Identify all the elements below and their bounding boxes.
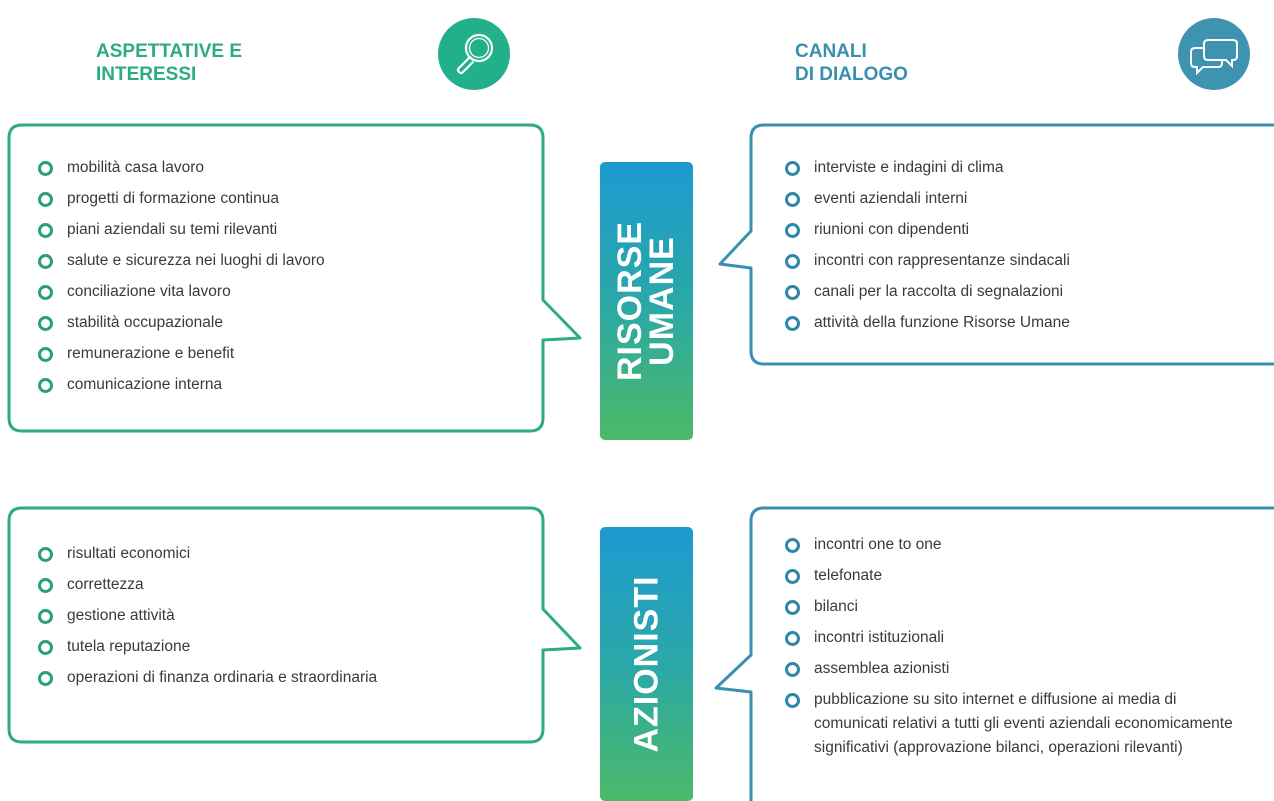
- bullet-icon: [785, 192, 800, 207]
- list-item: conciliazione vita lavoro: [38, 280, 528, 304]
- list-item: risultati economici: [38, 542, 528, 566]
- bullet-icon: [785, 161, 800, 176]
- list-item: tutela reputazione: [38, 635, 528, 659]
- band-label-line: RISORSE: [611, 220, 650, 382]
- canali-header-line-1: CANALI: [795, 41, 867, 62]
- list-item: attività della funzione Risorse Umane: [785, 311, 1265, 335]
- stakeholder-band-risorse-umane: RISORSE UMANE: [600, 162, 693, 440]
- bullet-icon: [785, 631, 800, 646]
- bullet-icon: [785, 254, 800, 269]
- list-item: progetti di formazione continua: [38, 187, 528, 211]
- aspettative-header-line-2: INTERESSI: [96, 64, 197, 85]
- magnifier-icon: [438, 18, 510, 90]
- list-item: eventi aziendali interni: [785, 187, 1265, 211]
- aspettative-list-risorse-umane: mobilità casa lavoro progetti di formazi…: [38, 156, 528, 404]
- bullet-icon: [785, 693, 800, 708]
- bullet-icon: [38, 671, 53, 686]
- bullet-icon: [785, 662, 800, 677]
- list-item: mobilità casa lavoro: [38, 156, 528, 180]
- list-item: remunerazione e benefit: [38, 342, 528, 366]
- bullet-icon: [38, 254, 53, 269]
- bullet-icon: [38, 285, 53, 300]
- bullet-icon: [38, 378, 53, 393]
- bullet-icon: [38, 609, 53, 624]
- list-item: incontri istituzionali: [785, 626, 1253, 650]
- bullet-icon: [785, 600, 800, 615]
- list-item: comunicazione interna: [38, 373, 528, 397]
- bullet-icon: [38, 223, 53, 238]
- bullet-icon: [785, 316, 800, 331]
- bubble-canali-risorse: [718, 123, 1274, 366]
- list-item: telefonate: [785, 564, 1253, 588]
- canali-list-azionisti: incontri one to one telefonate bilanci i…: [785, 533, 1253, 767]
- bubble-aspettative-risorse: [7, 123, 582, 433]
- bullet-icon: [785, 569, 800, 584]
- bullet-icon: [38, 578, 53, 593]
- canali-header-line-2: DI DIALOGO: [795, 64, 908, 85]
- list-item: correttezza: [38, 573, 528, 597]
- band-label-line: AZIONISTI: [627, 575, 666, 753]
- list-item: assemblea azionisti: [785, 657, 1253, 681]
- list-item: bilanci: [785, 595, 1253, 619]
- bullet-icon: [38, 547, 53, 562]
- bubble-aspettative-azionisti: [7, 506, 582, 744]
- bullet-icon: [785, 223, 800, 238]
- aspettative-header: ASPETTATIVE E INTERESSI: [96, 40, 242, 86]
- list-item: canali per la raccolta di segnalazioni: [785, 280, 1265, 304]
- bullet-icon: [38, 161, 53, 176]
- canali-header: CANALI DI DIALOGO: [795, 40, 908, 86]
- canali-list-risorse-umane: interviste e indagini di clima eventi az…: [785, 156, 1265, 342]
- list-item: salute e sicurezza nei luoghi di lavoro: [38, 249, 528, 273]
- list-item: pubblicazione su sito internet e diffusi…: [785, 688, 1253, 760]
- bubble-canali-azionisti: [714, 506, 1274, 801]
- list-item: incontri con rappresentanze sindacali: [785, 249, 1265, 273]
- aspettative-list-azionisti: risultati economici correttezza gestione…: [38, 542, 528, 697]
- list-item: riunioni con dipendenti: [785, 218, 1265, 242]
- bullet-icon: [38, 316, 53, 331]
- bullet-icon: [785, 538, 800, 553]
- list-item: piani aziendali su temi rilevanti: [38, 218, 528, 242]
- bullet-icon: [38, 347, 53, 362]
- bullet-icon: [38, 640, 53, 655]
- stakeholder-band-azionisti: AZIONISTI: [600, 527, 693, 801]
- band-label-line: UMANE: [643, 236, 682, 366]
- bullet-icon: [38, 192, 53, 207]
- list-item: interviste e indagini di clima: [785, 156, 1265, 180]
- aspettative-header-line-1: ASPETTATIVE E: [96, 41, 243, 62]
- list-item: operazioni di finanza ordinaria e straor…: [38, 666, 528, 690]
- list-item: stabilità occupazionale: [38, 311, 528, 335]
- chat-bubbles-icon: [1178, 18, 1250, 90]
- list-item: gestione attività: [38, 604, 528, 628]
- list-item: incontri one to one: [785, 533, 1253, 557]
- bullet-icon: [785, 285, 800, 300]
